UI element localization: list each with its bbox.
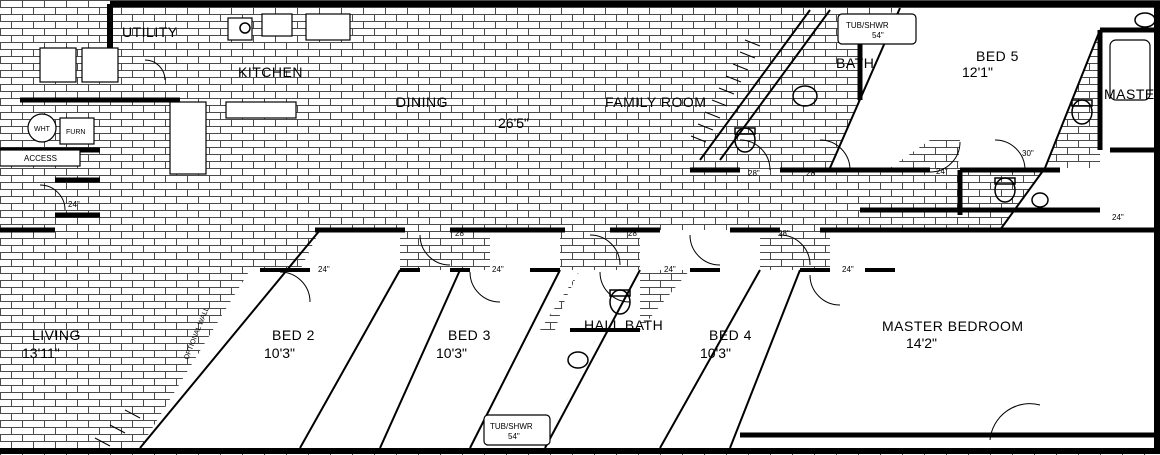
furnace — [59, 117, 95, 145]
family-room-label: FAMILY ROOM — [605, 94, 706, 110]
washer — [39, 47, 77, 83]
door-width-master: 24" — [842, 265, 854, 274]
wht-tank — [27, 113, 57, 143]
door-width-bed4: 24" — [664, 265, 676, 274]
living-dimension: 13'11" — [22, 345, 60, 361]
door-swings — [39, 59, 1041, 441]
master-tub — [1109, 39, 1151, 101]
bed4-dimension: 10'3" — [700, 345, 731, 361]
wall-stubs — [260, 268, 895, 332]
tub-bottom-size: 54" — [508, 432, 520, 441]
bed3-label: BED 3 — [448, 327, 491, 343]
master-bath-text: MASTER BATH — [1104, 86, 1160, 102]
kitchen-island — [169, 101, 207, 175]
master-bedroom-area — [730, 230, 1160, 448]
dining-dimension: 26'5" — [498, 115, 529, 131]
bed4-label: BED 4 — [709, 327, 752, 343]
bed3-dimension: 10'3" — [436, 345, 467, 361]
door-width-bed2: 24" — [318, 265, 330, 274]
fixtures — [0, 13, 1151, 446]
dining-label: DINING — [396, 94, 448, 110]
bed5-dimension: 12'1" — [962, 64, 993, 80]
door-width-master-bath: 24" — [1112, 213, 1124, 222]
master-bedroom-dimension: 14'2" — [906, 335, 937, 351]
furn-label: FURN — [66, 129, 85, 136]
access-label: ACCESS — [24, 154, 57, 163]
door-width-bed3: 24" — [492, 265, 504, 274]
tub-top-label: TUB/SHWR — [846, 21, 889, 30]
bed4-area — [545, 230, 800, 448]
wht-label: WHT — [34, 126, 51, 133]
hall-bath-label: HALL BATH — [584, 317, 663, 333]
door-width-master-bath-2: 30" — [1022, 149, 1034, 158]
stair-treads — [94, 39, 761, 447]
utility-label: UTILITY — [122, 24, 178, 40]
hall-bath-area — [545, 270, 640, 360]
bed2-area — [140, 230, 460, 448]
toilets-sinks — [239, 12, 1156, 369]
bed3-area — [380, 230, 600, 448]
living-label: LIVING — [32, 327, 81, 343]
bath-label: BATH — [836, 55, 874, 71]
door-width-bed5: 24" — [936, 167, 948, 176]
tub-bottom-label: TUB/SHWR — [490, 422, 533, 431]
bed5-area — [830, 8, 1160, 168]
tub-bottom — [483, 414, 551, 446]
door-width-hall-3: 28" — [778, 229, 790, 238]
refrigerator — [305, 13, 351, 41]
door-width-utility: 24" — [68, 200, 80, 209]
door-width-hall-2: 28" — [628, 229, 640, 238]
dishwasher — [261, 13, 293, 37]
master-bedroom-label: MASTER BEDROOM — [882, 318, 1024, 334]
master-bath-label: MASTER BATH — [1104, 86, 1160, 102]
door-width-bath-2: 28" — [806, 169, 818, 178]
bed2-dimension: 10'3" — [264, 345, 295, 361]
kitchen-counter — [225, 101, 297, 119]
tub-top — [837, 13, 917, 45]
door-width-hall-1: 28" — [455, 229, 467, 238]
tub-top-size: 54" — [872, 31, 884, 40]
bed5-label: BED 5 — [976, 48, 1019, 64]
dryer — [81, 47, 119, 83]
door-width-bath: 28" — [748, 169, 760, 178]
bed2-label: BED 2 — [272, 327, 315, 343]
kitchen-label: KITCHEN — [238, 64, 303, 80]
access-panel — [0, 149, 81, 167]
